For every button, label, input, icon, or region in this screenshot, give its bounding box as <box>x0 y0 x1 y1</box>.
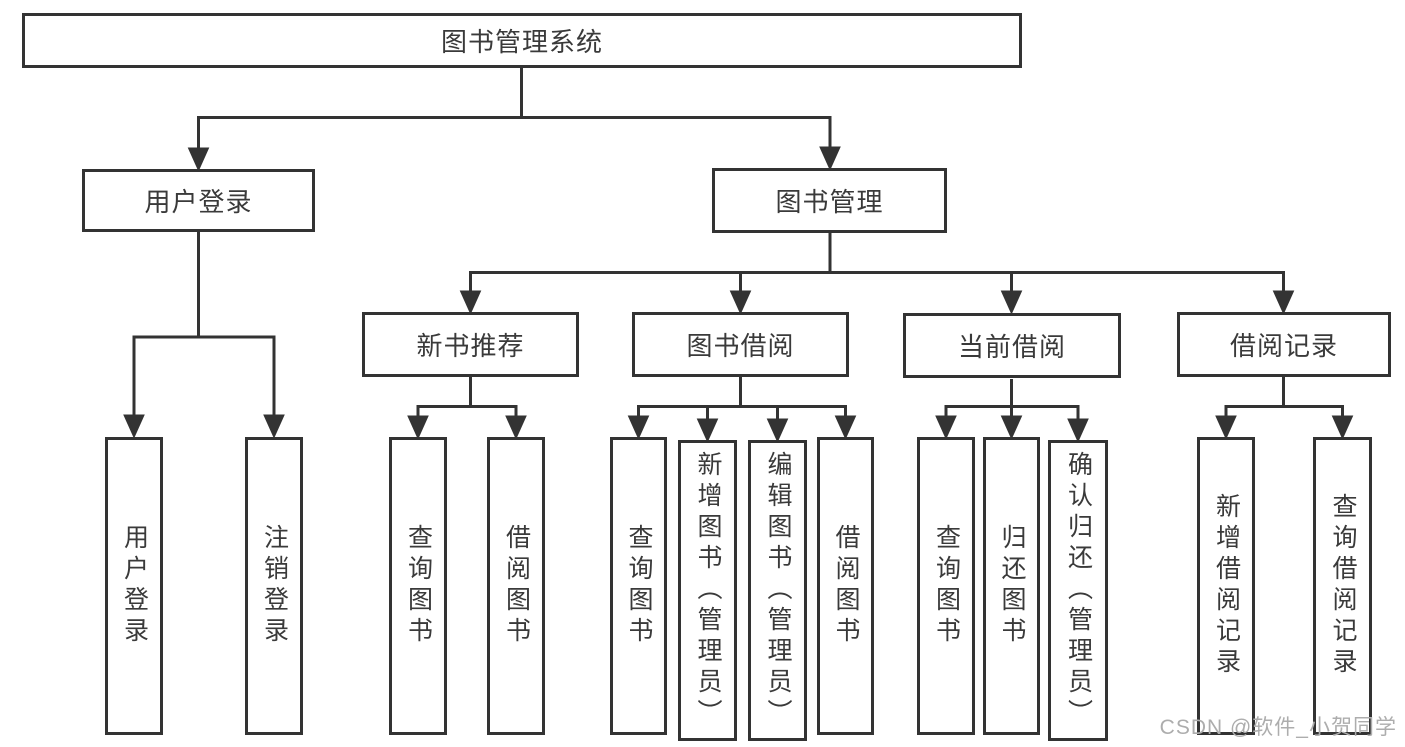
edge-trunk-current-borrow <box>944 379 1080 408</box>
edge-arrow-new-book-rec <box>459 272 482 315</box>
edge-arrow-logout-leaf <box>263 337 285 439</box>
leaf-nb-borrow-books: 借阅图书 <box>487 437 545 735</box>
edge-arrow-book-borrow <box>729 272 752 315</box>
leaf-bb-add-books-admin: 新增图书（管理员） <box>678 440 737 741</box>
edge-arrow-user-login <box>187 117 210 172</box>
edge-arrow-nb-query <box>407 406 429 440</box>
edges-borrow-records-children <box>1215 377 1354 440</box>
leaf-logout: 注销登录 <box>245 437 303 735</box>
edge-arrow-bb-add <box>696 406 719 443</box>
edge-arrow-cb-return <box>1000 406 1023 440</box>
node-new-book-recommend: 新书推荐 <box>362 312 579 377</box>
node-borrow-records-label: 借阅记录 <box>1229 331 1338 361</box>
leaf-bb-edit-books-admin-label: 编辑图书（管理员） <box>764 451 792 730</box>
edge-trunk-new-book-rec <box>416 377 518 408</box>
node-root-label: 图书管理系统 <box>440 27 603 57</box>
node-book-borrow-label: 图书借阅 <box>686 331 795 361</box>
edge-trunk-user-login <box>132 232 276 339</box>
leaf-nb-query-books: 查询图书 <box>389 437 447 735</box>
leaf-cb-query-books-label: 查询图书 <box>932 524 961 648</box>
csdn-watermark: CSDN @软件_小贺同学 <box>1159 716 1397 739</box>
leaf-user-login: 用户登录 <box>105 437 163 735</box>
leaf-cb-return-books-label: 归还图书 <box>998 524 1026 648</box>
edge-trunk-borrow-records <box>1224 377 1344 408</box>
edges-root-to-level2 <box>187 68 841 172</box>
edge-arrow-login-leaf <box>123 337 145 439</box>
leaf-br-query-record: 查询借阅记录 <box>1313 437 1372 735</box>
leaf-cb-return-books: 归还图书 <box>983 437 1040 735</box>
node-new-book-recommend-label: 新书推荐 <box>416 331 525 361</box>
edge-trunk-book-borrow <box>637 377 847 408</box>
edge-trunk-root <box>197 68 832 119</box>
edges-current-borrow-children <box>935 379 1089 443</box>
edge-trunk-book-management <box>469 233 1285 274</box>
node-book-management: 图书管理 <box>712 168 947 233</box>
edge-arrow-current-borrow <box>1000 272 1023 315</box>
node-current-borrow-label: 当前借阅 <box>957 332 1066 362</box>
node-user-login-label: 用户登录 <box>144 187 253 217</box>
edge-arrow-borrow-records <box>1272 272 1295 315</box>
leaf-br-add-record: 新增借阅记录 <box>1197 437 1255 735</box>
leaf-bb-borrow-books: 借阅图书 <box>817 437 874 735</box>
leaf-cb-query-books: 查询图书 <box>917 437 975 735</box>
edge-arrow-br-add <box>1215 406 1237 440</box>
node-book-borrow: 图书借阅 <box>632 312 849 377</box>
node-current-borrow: 当前借阅 <box>903 313 1121 378</box>
edges-book-management-children <box>459 233 1295 315</box>
edge-arrow-cb-confirm <box>1067 406 1089 443</box>
edge-arrow-bb-query <box>627 406 650 440</box>
edges-user-login-children <box>123 232 285 439</box>
leaf-nb-borrow-books-label: 借阅图书 <box>502 524 531 648</box>
node-root-library-system: 图书管理系统 <box>22 13 1022 68</box>
leaf-br-query-record-label: 查询借阅记录 <box>1329 493 1357 679</box>
edge-arrow-br-query <box>1331 406 1354 440</box>
leaf-bb-query-books: 查询图书 <box>610 437 667 735</box>
edge-arrow-nb-borrow <box>505 406 527 440</box>
edge-arrow-bb-borrow <box>834 406 857 440</box>
node-user-login: 用户登录 <box>82 169 315 232</box>
leaf-user-login-label: 用户登录 <box>120 524 149 648</box>
leaf-br-add-record-label: 新增借阅记录 <box>1212 493 1241 679</box>
node-borrow-records: 借阅记录 <box>1177 312 1391 377</box>
leaf-nb-query-books-label: 查询图书 <box>404 524 433 648</box>
edge-arrow-book-management <box>819 117 841 171</box>
edges-book-borrow-children <box>627 377 857 443</box>
leaf-bb-borrow-books-label: 借阅图书 <box>832 524 860 648</box>
edges-new-book-rec-children <box>407 377 527 440</box>
leaf-cb-confirm-return-admin: 确认归还（管理员） <box>1048 440 1108 741</box>
leaf-logout-label: 注销登录 <box>260 524 289 648</box>
leaf-cb-confirm-return-admin-label: 确认归还（管理员） <box>1064 451 1093 730</box>
leaf-bb-query-books-label: 查询图书 <box>625 524 653 648</box>
leaf-bb-edit-books-admin: 编辑图书（管理员） <box>748 440 807 741</box>
leaf-bb-add-books-admin-label: 新增图书（管理员） <box>694 451 722 730</box>
edge-arrow-cb-query <box>935 406 957 440</box>
edge-arrow-bb-edit <box>766 406 789 443</box>
node-book-management-label: 图书管理 <box>775 187 884 217</box>
